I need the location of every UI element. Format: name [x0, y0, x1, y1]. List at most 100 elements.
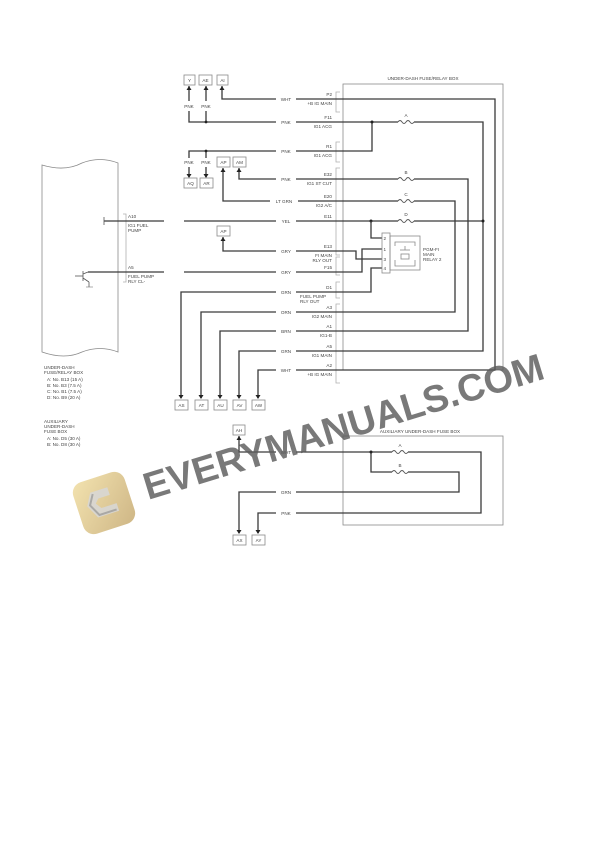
terminal-e20: E20 — [324, 194, 333, 199]
legend-main-item-c: C: No. B1 (7.5 A) — [47, 389, 82, 394]
terminal-a3: A3 — [326, 305, 332, 310]
connector-ax: AX — [236, 538, 242, 543]
main-box-internal-wiring — [340, 98, 496, 371]
terminal-e13-desc2: RLY OUT — [313, 258, 333, 263]
legend-aux-item-a: A: No. D5 (30 A) — [47, 436, 81, 441]
legend-main-title-2: FUSE/RELAY BOX — [44, 370, 83, 375]
connector-y: Y — [188, 78, 191, 83]
connector-ap: AP — [220, 160, 226, 165]
connector-as: AS — [178, 403, 184, 408]
connector-aq: AQ — [187, 181, 194, 186]
terminal-a2: A2 — [326, 363, 332, 368]
relay-name-1: PGM-FI — [423, 247, 439, 252]
watermark-text: EVERYMANUALS.COM — [138, 347, 549, 509]
wire-label-grn-d1: GRN — [281, 290, 291, 295]
terminal-e11: E11 — [324, 214, 332, 219]
terminal-p2-desc: +B IG MAIN — [307, 101, 332, 106]
wire-label-aux-pnk: PNK — [281, 511, 291, 516]
pcm-pin-a5-desc: FUEL PUMP — [128, 274, 154, 279]
terminal-d1-desc: FUEL PUMP — [300, 294, 326, 299]
fuse-d-label: D — [404, 212, 408, 217]
connector-ar: AR — [203, 181, 210, 186]
connector-ae: AE — [202, 78, 208, 83]
wire-label-aux-grn: GRN — [281, 490, 291, 495]
terminal-e13: E13 — [324, 244, 333, 249]
pcm-pin-a10-desc: IG1 FUEL — [128, 223, 149, 228]
wire-label-ltgrn-e20: LT GRN — [276, 199, 292, 204]
terminal-e32-desc: IG1 ST CUT — [307, 181, 332, 186]
terminal-a2-desc: +B IG MAIN — [307, 372, 332, 377]
terminal-e32: E32 — [324, 172, 333, 177]
terminal-e20-desc: IG2 A/C — [316, 203, 333, 208]
wire-label-pnk-ae: PNK — [201, 104, 211, 109]
wire-label-aux-wht: WHT — [281, 450, 292, 455]
terminal-f11-desc: IG1 ACG — [314, 124, 333, 129]
connector-ah: AH — [236, 428, 242, 433]
under-dash-fuse-relay-box — [342, 83, 504, 371]
legend: UNDER-DASH FUSE/RELAY BOX A: No. B13 (15… — [44, 365, 83, 447]
relay-pin-1: 1 — [384, 247, 387, 252]
aux-fuse-a-label: A — [398, 443, 402, 448]
terminal-d1: D1 — [326, 285, 332, 290]
wire-label-pnk-ar: PNK — [201, 160, 211, 165]
connector-au: AU — [217, 403, 223, 408]
wire-label-gry-f15: GRY — [281, 270, 291, 275]
pcm-pin-a10: A10 — [128, 214, 137, 219]
wire-label-wht-p2: WHT — [281, 97, 292, 102]
pcm-unit — [41, 159, 127, 357]
aux-box-title: AUXILIARY UNDER-DASH FUSE BOX — [380, 429, 460, 434]
connector-at: AT — [199, 403, 205, 408]
wire-label-wht-a2: WHT — [281, 368, 292, 373]
wire-label-pnk-aq: PNK — [184, 160, 194, 165]
auxiliary-under-dash-fuse-box — [342, 435, 504, 526]
pcm-pin-a5: A5 — [128, 265, 134, 270]
relay-pin-2: 2 — [384, 236, 387, 241]
main-box-title: UNDER-DASH FUSE/RELAY BOX — [387, 76, 458, 81]
terminal-f11: F11 — [324, 115, 332, 120]
terminal-f15: F15 — [324, 265, 332, 270]
legend-aux-title-3: FUSE BOX — [44, 429, 67, 434]
connector-am: AM — [236, 160, 243, 165]
pcm-pin-a5-desc2: RLY CL- — [128, 279, 146, 284]
wire-label-pnk-y: PNK — [184, 104, 194, 109]
legend-aux-title-2: UNDER-DASH — [44, 424, 75, 429]
wire-label-pnk-f11: PNK — [281, 120, 291, 125]
connector-ap-2: AP — [220, 229, 226, 234]
terminal-a5-desc: IG1 MAIN — [312, 353, 332, 358]
terminal-a1: A1 — [326, 324, 332, 329]
watermark-logo-icon — [72, 471, 136, 535]
connector-av: AV — [237, 403, 244, 408]
connector-ay: AY — [256, 538, 262, 543]
bottom-connectors — [174, 399, 266, 411]
connector-aw: AW — [255, 403, 263, 408]
terminal-a3-desc: IG2 MAIN — [312, 314, 332, 319]
terminal-e13-desc: FI MAIN — [315, 253, 332, 258]
wire-label-brn-a1: BRN — [281, 329, 291, 334]
wire-label-pnk-e32: PNK — [281, 177, 291, 182]
legend-main-title-1: UNDER-DASH — [44, 365, 75, 370]
terminal-a1-desc: IG1-B — [320, 333, 332, 338]
terminal-a5: A5 — [326, 344, 332, 349]
terminal-r1: R1 — [326, 144, 332, 149]
relay-name-2: MAIN — [423, 252, 434, 257]
wire-label-bg — [164, 96, 298, 373]
legend-aux-title-1: AUXILIARY — [44, 419, 68, 424]
terminal-r1-desc: IG1 ACG — [314, 153, 333, 158]
legend-aux-item-b: B: No. D8 (30 A) — [47, 442, 81, 447]
wires-top — [126, 86, 340, 399]
connector-ai: AI — [220, 78, 224, 83]
wire-label-gry-e13: GRY — [281, 249, 291, 254]
fuse-a-label: A — [404, 113, 408, 118]
aux-fuse-b-label: B — [398, 463, 401, 468]
fuse-symbols-main — [397, 120, 415, 223]
wire-label-orn-a3: ORN — [281, 310, 291, 315]
pgm-fi-main-relay-2 — [381, 232, 421, 274]
pcm-pin-a10-desc2: PUMP — [128, 228, 141, 233]
terminal-p2: P2 — [326, 92, 332, 97]
top-connectors — [183, 74, 247, 237]
legend-main-item-a: A: No. B13 (15 A) — [47, 377, 83, 382]
wire-label-yel-e11: YEL — [282, 219, 291, 224]
legend-main-item-d: D: No. B9 (20 A) — [47, 395, 81, 400]
legend-main-item-b: B: No. B3 (7.5 A) — [47, 383, 82, 388]
